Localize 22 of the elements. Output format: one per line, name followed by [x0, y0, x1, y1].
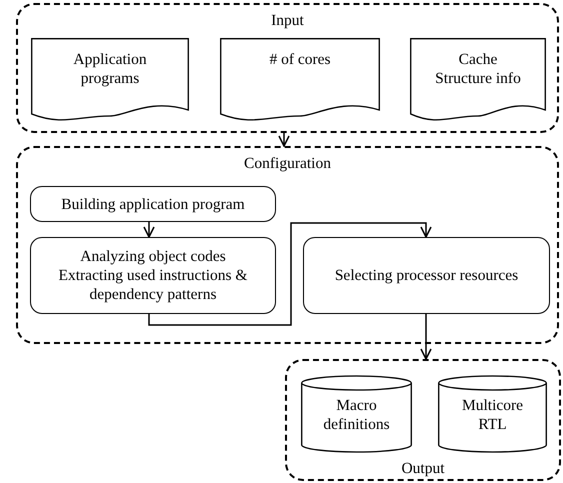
arrow — [143, 222, 155, 238]
arrow — [148, 222, 432, 326]
group-title: Output — [400, 459, 446, 478]
group-title: Input — [270, 11, 305, 30]
dashed-group-frame — [16, 146, 559, 344]
node-label: Multicore RTL — [460, 396, 524, 434]
node-label: Selecting processor resources — [334, 266, 520, 285]
process-box — [303, 237, 550, 314]
group-title: Configuration — [243, 154, 332, 173]
node-label: Analyzing object codes — [79, 247, 227, 266]
process-box — [30, 237, 276, 314]
arrow — [278, 133, 290, 147]
node-label: Cache Structure info — [434, 50, 522, 88]
dashed-group-frame — [16, 3, 559, 133]
node-label: Extracting used instructions & dependency patterns — [58, 266, 248, 304]
process-box — [30, 186, 276, 222]
arrow — [420, 314, 432, 360]
node-label: # of cores — [268, 50, 332, 69]
node-label: Macro definitions — [322, 396, 391, 434]
node-label: Building application program — [60, 194, 246, 214]
node-label: Application programs — [72, 50, 148, 88]
dashed-group-frame — [285, 359, 561, 481]
